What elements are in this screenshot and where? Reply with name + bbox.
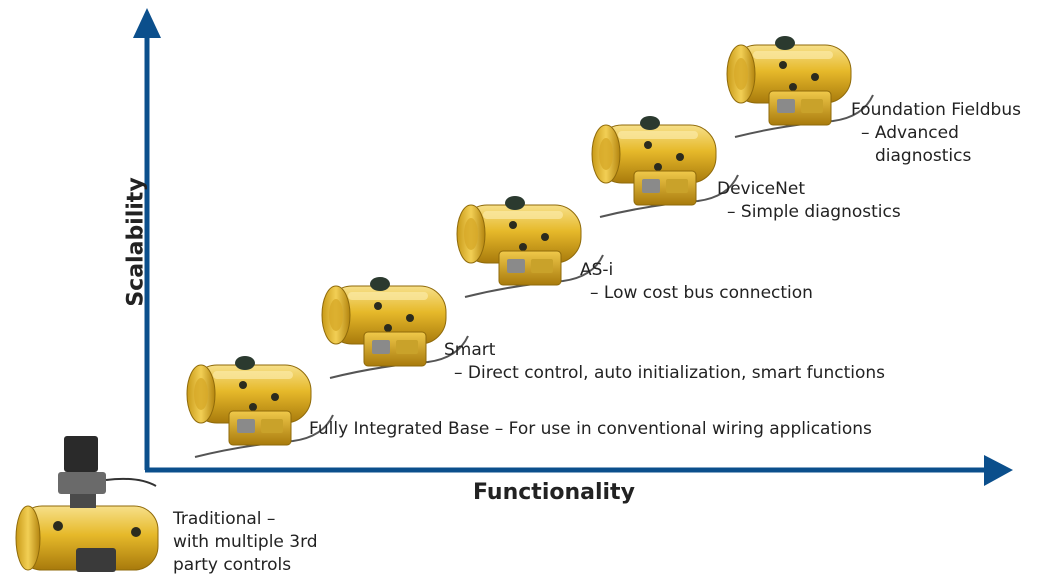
label-line: – Low cost bus connection (590, 283, 813, 303)
body-highlight (618, 131, 698, 139)
cable (105, 477, 157, 487)
cable (599, 174, 739, 218)
label-line: Fully Integrated Base – For use in conve… (309, 419, 872, 439)
indicator-dome (505, 196, 525, 210)
bolt (644, 141, 652, 149)
cable (194, 414, 334, 458)
label-line: Traditional – (173, 509, 276, 529)
y-axis-arrowhead (133, 8, 161, 38)
cable (464, 254, 604, 298)
bolt (239, 381, 247, 389)
stage-label-devicenet: DeviceNet – Simple diagnostics (717, 178, 901, 224)
bolt (509, 221, 517, 229)
bolt (374, 302, 382, 310)
body-highlight (753, 51, 833, 59)
indicator-dome (370, 277, 390, 291)
label-line: diagnostics (875, 146, 972, 166)
label-line: party controls (173, 555, 292, 575)
bolt (131, 527, 141, 537)
actuator-3 (456, 196, 604, 298)
indicator-dome (640, 116, 660, 130)
control-box-panel (396, 340, 418, 354)
indicator-dome (775, 36, 795, 50)
x-axis-title: Functionality (473, 480, 635, 505)
stage-label-smart: Smart – Direct control, auto initializat… (444, 339, 885, 385)
bolt (406, 314, 414, 322)
bolt (779, 61, 787, 69)
control-box-panel (531, 259, 553, 273)
axes (133, 8, 1013, 486)
actuator-images (15, 36, 874, 572)
valve-block (58, 472, 106, 494)
mount-bracket (70, 494, 96, 508)
bolt (384, 324, 392, 332)
bolt (541, 233, 549, 241)
actuator-traditional (15, 436, 159, 572)
end-cap-center (194, 378, 208, 410)
body-highlight (348, 292, 428, 300)
bolt (811, 73, 819, 81)
end-cap-center (329, 299, 343, 331)
label-line: – Direct control, auto initialization, s… (454, 363, 885, 383)
label-line: AS-i (580, 260, 614, 280)
cable (329, 335, 469, 379)
actuator-4 (591, 116, 739, 218)
control-box-connector (237, 419, 255, 433)
bolt (519, 243, 527, 251)
label-line: Foundation Fieldbus (851, 100, 1021, 120)
control-box-connector (507, 259, 525, 273)
bolt (676, 153, 684, 161)
end-cap-center (599, 138, 613, 170)
bolt (53, 521, 63, 531)
control-box-panel (666, 179, 688, 193)
control-box-panel (261, 419, 283, 433)
label-line: DeviceNet (717, 179, 805, 199)
control-box-connector (372, 340, 390, 354)
label-line: – Advanced (861, 123, 959, 143)
cable (734, 94, 874, 138)
label-line: with multiple 3rd (173, 532, 318, 552)
actuator-end-cap (15, 505, 41, 571)
y-axis-title: Scalability (123, 177, 149, 307)
stage-label-foundation-fieldbus: Foundation Fieldbus – Advanced diagnosti… (851, 99, 1021, 168)
body-highlight (213, 371, 293, 379)
actuator-1 (186, 356, 334, 458)
stage-label-traditional: Traditional – with multiple 3rd party co… (173, 508, 318, 577)
control-box-panel (801, 99, 823, 113)
end-cap-center (464, 218, 478, 250)
actuator-2 (321, 277, 469, 379)
indicator-dome (235, 356, 255, 370)
stage-label-fully-integrated-base: Fully Integrated Base – For use in conve… (309, 418, 872, 441)
control-box-connector (777, 99, 795, 113)
actuator-5 (726, 36, 874, 138)
switch-box (76, 548, 116, 572)
bolt (271, 393, 279, 401)
bolt (249, 403, 257, 411)
body-highlight (483, 211, 563, 219)
label-line: – Simple diagnostics (727, 202, 901, 222)
bolt (654, 163, 662, 171)
x-axis-arrowhead (984, 455, 1013, 486)
solenoid-valve (64, 436, 98, 472)
bolt (789, 83, 797, 91)
label-line: Smart (444, 340, 496, 360)
control-box-connector (642, 179, 660, 193)
stage-label-as-i: AS-i – Low cost bus connection (580, 259, 813, 305)
end-cap-center (734, 58, 748, 90)
